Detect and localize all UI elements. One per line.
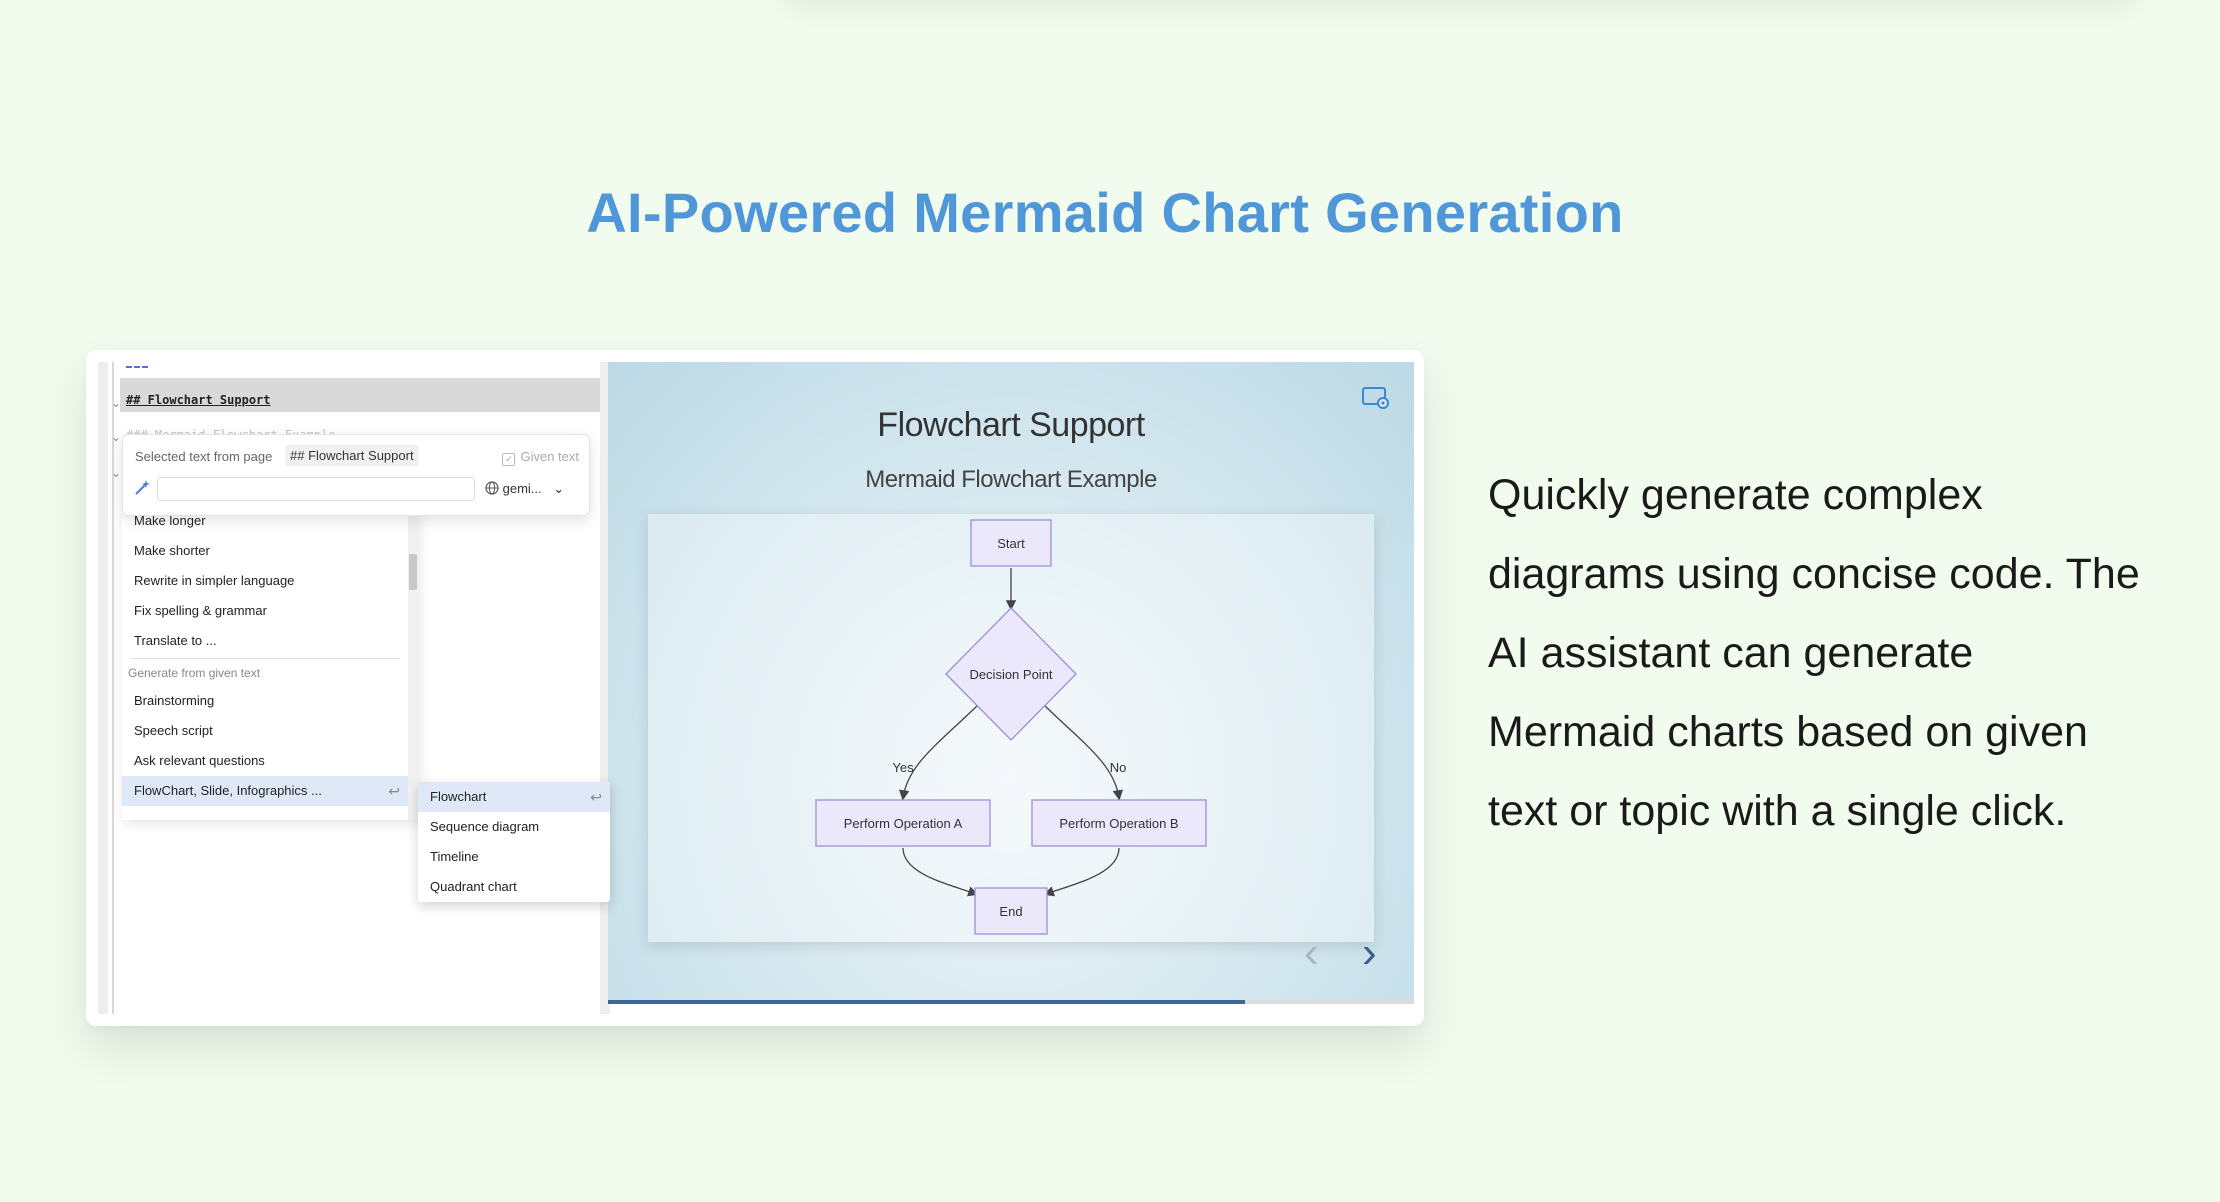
- menu-item[interactable]: Fix spelling & grammar: [134, 603, 267, 618]
- selected-text-chip: ## Flowchart Support: [285, 445, 419, 466]
- node-operation-b-label: Perform Operation B: [1059, 816, 1178, 831]
- model-selector[interactable]: gemi... ⌄: [485, 481, 564, 497]
- submenu-item[interactable]: Sequence diagram: [430, 819, 540, 834]
- ai-action-menu: Make longer Make shorter Rewrite in simp…: [122, 512, 418, 820]
- given-text-label: Given text: [520, 449, 579, 464]
- feature-description: Quickly generate complex diagrams using …: [1488, 471, 2140, 835]
- submenu-item[interactable]: Quadrant chart: [430, 879, 517, 894]
- checkbox-icon: ✓: [502, 453, 516, 466]
- markdown-editor: ⌄ ⌄ ⌄ ## Flowchart Support ### Mermaid F…: [98, 362, 686, 1014]
- fold-chevron-icon[interactable]: ⌄: [111, 466, 122, 480]
- node-start: [970, 519, 1052, 567]
- model-name: gemi...: [502, 481, 542, 496]
- edge-a-end: [902, 847, 979, 897]
- enter-icon: ↩: [388, 783, 400, 799]
- menu-scrollbar[interactable]: [408, 512, 418, 820]
- slide-progress-bar: [608, 1000, 1414, 1004]
- menu-item[interactable]: Make shorter: [134, 543, 210, 558]
- editor-gutter-line: [112, 362, 114, 1014]
- node-operation-b: [1031, 799, 1207, 847]
- editor-heading-line[interactable]: ## Flowchart Support: [120, 378, 606, 412]
- chevron-down-icon: ⌄: [553, 481, 565, 496]
- slide-preview: Flowchart Support Mermaid Flowchart Exam…: [608, 362, 1414, 1004]
- node-end: [974, 887, 1048, 935]
- chart-type-submenu: Flowchart ↩ Sequence diagram Timeline Qu…: [418, 782, 610, 902]
- ai-prompt-input[interactable]: [157, 477, 475, 501]
- pane-divider[interactable]: [600, 362, 610, 1014]
- magic-wand-icon: [133, 479, 151, 502]
- edge-b-end: [1043, 847, 1120, 897]
- slide-title: Flowchart Support: [877, 406, 1145, 444]
- enter-icon: ↩: [590, 789, 602, 805]
- menu-item-label: FlowChart, Slide, Infographics ...: [134, 783, 322, 798]
- menu-item-flowchart-slide[interactable]: FlowChart, Slide, Infographics ... ↩: [122, 776, 408, 806]
- menu-item[interactable]: Translate to ...: [134, 633, 217, 648]
- scrollbar-thumb[interactable]: [409, 554, 417, 590]
- edge-label-yes: Yes: [892, 760, 914, 775]
- node-operation-a: [815, 799, 991, 847]
- edge-label-no: No: [1110, 760, 1127, 775]
- submenu-item-label: Flowchart: [430, 789, 487, 804]
- node-operation-a-label: Perform Operation A: [844, 816, 963, 831]
- node-decision: [945, 607, 1077, 741]
- flowchart-panel: Start Decision Point Yes No Perform Oper…: [648, 514, 1374, 942]
- menu-item[interactable]: Brainstorming: [134, 693, 215, 708]
- flowchart-diagram: Start Decision Point Yes No Perform Oper…: [815, 519, 1207, 935]
- submenu-item[interactable]: Timeline: [430, 849, 479, 864]
- node-decision-label: Decision Point: [969, 667, 1052, 682]
- node-end-label: End: [999, 904, 1022, 919]
- horizontal-rule: [126, 366, 148, 368]
- fold-chevron-icon[interactable]: ⌄: [111, 430, 122, 444]
- next-slide-chevron-icon[interactable]: ›: [1362, 928, 1377, 977]
- edge-decision-a: [898, 703, 980, 801]
- menu-item[interactable]: Ask relevant questions: [134, 753, 265, 768]
- ai-assistant-popup: Selected text from page ## Flowchart Sup…: [122, 434, 590, 516]
- section-heading: AI-Powered Mermaid Chart Generation: [586, 181, 1624, 244]
- globe-icon: [485, 481, 503, 496]
- menu-divider: [130, 658, 400, 659]
- menu-item[interactable]: Speech script: [134, 723, 213, 738]
- submenu-item-flowchart[interactable]: Flowchart ↩: [418, 782, 610, 812]
- slide-progress-fill: [608, 1000, 1245, 1004]
- given-text-checkbox[interactable]: ✓ Given text: [502, 449, 579, 466]
- menu-item[interactable]: Rewrite in simpler language: [134, 573, 295, 588]
- selected-text-label: Selected text from page: [135, 449, 273, 464]
- edge-decision-b: [1042, 703, 1124, 801]
- node-start-label: Start: [997, 536, 1025, 551]
- screenshot-card: ⌄ ⌄ ⌄ ## Flowchart Support ### Mermaid F…: [86, 350, 1424, 1026]
- menu-section-label: Generate from given text: [128, 666, 261, 680]
- slide-subtitle: Mermaid Flowchart Example: [865, 466, 1157, 493]
- editor-gutter: [98, 362, 108, 1014]
- previous-slide-chevron-icon[interactable]: ‹: [1304, 928, 1319, 977]
- slide-settings-icon[interactable]: [1362, 386, 1390, 410]
- fold-chevron-icon[interactable]: ⌄: [111, 396, 122, 410]
- menu-item[interactable]: Make longer: [134, 513, 206, 528]
